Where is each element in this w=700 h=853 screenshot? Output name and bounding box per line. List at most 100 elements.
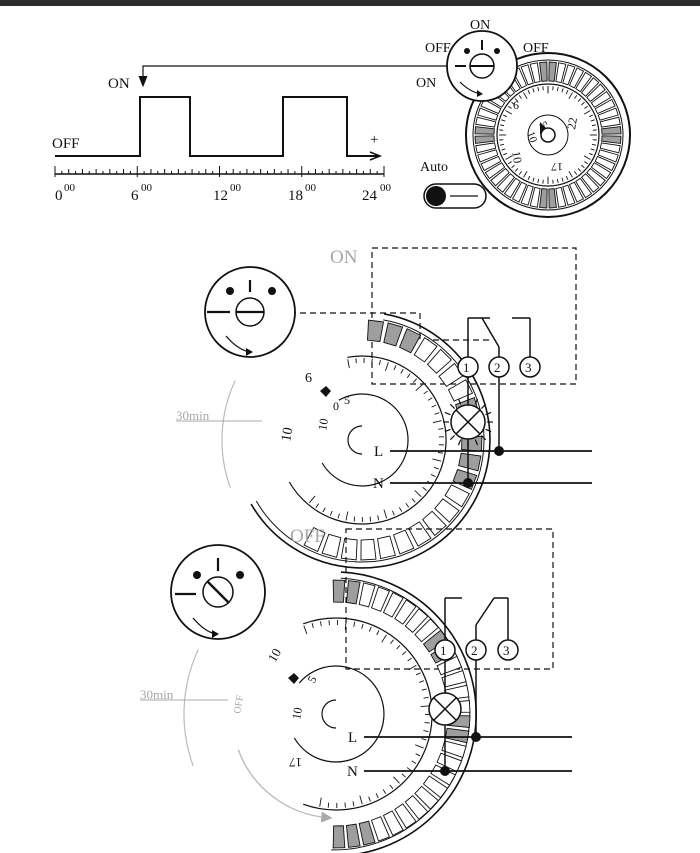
dial-segment[interactable] [490,167,510,187]
dial-segment[interactable] [590,162,612,180]
dial-segment[interactable] [590,90,612,108]
on-dial-num-6: 6 [305,371,312,386]
dial-segment[interactable] [562,64,576,86]
dial-segment[interactable] [370,816,391,842]
dial-segment[interactable] [511,181,528,203]
dial-segment[interactable] [382,810,404,836]
dial-segment[interactable] [477,149,499,163]
dial-segment[interactable] [394,599,417,625]
dial-segment[interactable] [358,582,376,608]
dial-segment[interactable] [496,173,516,193]
dial-segment[interactable] [580,77,600,97]
dial-segment[interactable] [370,586,391,612]
axis-hour-6: 6 [131,188,139,204]
dial-segment[interactable] [404,608,429,633]
dial-segment[interactable] [477,107,499,121]
dial-segment[interactable] [548,61,557,82]
dial-segment[interactable] [474,126,495,135]
dial-segment[interactable] [458,452,482,472]
dial-segment[interactable] [601,135,622,144]
dial-segment[interactable] [594,98,616,115]
dial-segment[interactable] [414,785,439,810]
dial-segment[interactable] [597,107,619,121]
dial-segment[interactable] [377,535,396,560]
dial-segment[interactable] [562,184,576,206]
dial-segment[interactable] [539,61,548,82]
dial-segment[interactable] [382,592,404,618]
dial-segment[interactable] [529,186,541,208]
dial-segment[interactable] [548,188,557,209]
dial-segment[interactable] [340,537,358,561]
dial-segment[interactable] [529,62,541,84]
dial-segment[interactable] [475,116,497,128]
dial-segment[interactable] [422,775,449,799]
dial-segment[interactable] [599,116,621,128]
dial-segment[interactable] [586,83,606,103]
dial-segment[interactable] [474,135,495,144]
dial-segment[interactable] [599,142,621,154]
auto-slide-switch[interactable] [423,183,487,209]
dial-segment[interactable] [594,155,616,172]
dial-segment[interactable] [597,149,619,163]
on-dial-num-10: 10 [279,426,296,442]
mode-switch-knob[interactable] [446,30,518,102]
on-interval-label: 30min [176,408,210,423]
dial-segment[interactable] [398,328,422,354]
off-terminal-1: 1 [440,643,447,658]
dial-segment[interactable] [586,167,606,187]
dial-segment[interactable] [480,155,502,172]
dial-segment[interactable] [555,62,567,84]
axis-hour-24: 24 [362,188,378,204]
dial-segment[interactable] [358,820,376,846]
dial-segment[interactable] [436,655,463,676]
dial-segment[interactable] [575,177,593,199]
waveform-plus-sign: + [370,132,378,148]
dial-segment[interactable] [601,126,622,135]
dial-segment[interactable] [580,173,600,193]
dial-segment[interactable] [434,498,460,523]
on-dial-partial [176,313,491,569]
dial-segment[interactable] [393,529,415,555]
dial-segment[interactable] [575,71,593,93]
dial-segment[interactable] [413,337,438,363]
off-mode-knob[interactable] [170,544,266,640]
off-terminal-3: 3 [503,643,510,658]
dial-segment[interactable] [444,727,470,744]
dial-segment[interactable] [408,521,432,547]
dial-segment[interactable] [321,533,342,558]
dial-segment[interactable] [345,823,361,848]
dial-segment[interactable] [568,67,585,89]
knob-off-right-label: OFF [523,41,549,56]
dial-segment[interactable] [360,538,377,561]
dial-segment[interactable] [303,526,326,553]
dial-segment[interactable] [568,181,585,203]
off-interval-label: 30min [140,687,174,702]
dial-segment[interactable] [332,825,346,849]
dial-segment[interactable] [539,188,548,209]
dial-segment[interactable] [426,348,453,374]
dial-segment[interactable] [394,803,417,829]
dial-segment[interactable] [444,484,470,508]
axis-sup-6: 00 [141,182,153,194]
dial-segment[interactable] [414,618,439,643]
off-dial-num-5: 5 [304,673,319,685]
dial-segment[interactable] [555,186,567,208]
dial-segment[interactable] [332,579,346,603]
dial-segment[interactable] [366,319,385,343]
dial-segment[interactable] [475,142,497,154]
on-mode-knob[interactable] [204,266,296,358]
dial-segment[interactable] [484,162,506,180]
dial-segment[interactable] [404,795,429,820]
dial-segment[interactable] [447,379,474,402]
dial-segment[interactable] [383,322,404,347]
off-line-N: N [347,764,358,780]
on-relay-circuit [390,317,592,488]
on-line-N: N [373,476,384,492]
dial-segment[interactable] [441,669,467,688]
dial-segment[interactable] [520,184,534,206]
dial-segment[interactable] [520,64,534,86]
dial-segment[interactable] [503,177,521,199]
dial-segment[interactable] [345,580,361,605]
dial-segment[interactable] [441,740,467,759]
